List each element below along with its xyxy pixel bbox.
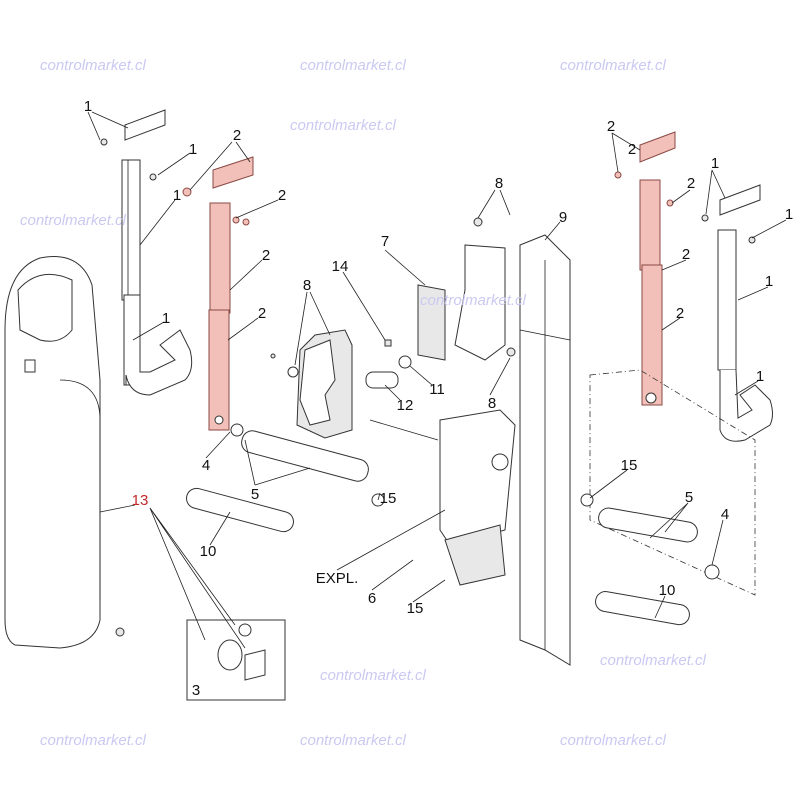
motor-assembly [369, 409, 516, 586]
callout-11: 11 [429, 381, 445, 398]
watermark-text: controlmarket.cl [20, 212, 127, 229]
callout-4: 4 [721, 506, 729, 523]
callout-2: 2 [262, 247, 270, 264]
watermark-layer: controlmarket.cl controlmarket.cl controlm… [20, 57, 707, 749]
callout-10: 10 [200, 543, 217, 560]
callout-2: 2 [607, 118, 615, 135]
watermark-text: controlmarket.cl [420, 292, 527, 309]
callout-1: 1 [84, 98, 92, 115]
watermark-text: controlmarket.cl [600, 652, 707, 669]
part-2-right-arm [614, 131, 676, 406]
parts-11-12-14 [365, 339, 412, 389]
callout-2: 2 [233, 127, 241, 144]
callout-expl: EXPL. [316, 570, 359, 587]
leader-lines [87, 111, 787, 649]
watermark-text: controlmarket.cl [560, 57, 667, 74]
callout-15: 15 [380, 490, 397, 507]
callout-8: 8 [495, 175, 503, 192]
watermark-text: controlmarket.cl [320, 667, 427, 684]
watermark-text: controlmarket.cl [300, 57, 407, 74]
part-2-left-arm [182, 156, 254, 431]
callout-7: 7 [381, 233, 389, 250]
part-3-inset [186, 619, 286, 701]
shafts-right [580, 493, 720, 626]
part-1-left-arm [100, 109, 193, 396]
watermark-text: controlmarket.cl [40, 732, 147, 749]
shafts-left [186, 423, 385, 533]
callout-12: 12 [397, 397, 414, 414]
callout-10: 10 [659, 582, 676, 599]
callout-1: 1 [162, 310, 170, 327]
callout-4: 4 [202, 457, 210, 474]
callout-labels: 1 1 1 1 2 2 2 2 4 5 10 13 3 8 14 7 8 9 1… [84, 98, 793, 699]
callout-14: 14 [332, 258, 349, 275]
callout-15: 15 [621, 457, 638, 474]
callout-1: 1 [711, 155, 719, 172]
part-9-column [519, 234, 571, 666]
callout-5: 5 [251, 486, 259, 503]
callout-2: 2 [676, 305, 684, 322]
callout-2: 2 [628, 141, 636, 158]
part-7-bracket [417, 217, 516, 361]
callout-2: 2 [278, 187, 286, 204]
watermark-text: controlmarket.cl [560, 732, 667, 749]
part-8-cover [270, 329, 353, 439]
callout-3: 3 [192, 682, 200, 699]
callout-1: 1 [756, 368, 764, 385]
cover-housing [4, 256, 125, 649]
callout-6: 6 [368, 590, 376, 607]
callout-1: 1 [173, 187, 181, 204]
watermark-text: controlmarket.cl [290, 117, 397, 134]
callout-5: 5 [685, 489, 693, 506]
callout-1: 1 [765, 273, 773, 290]
callout-8: 8 [303, 277, 311, 294]
watermark-text: controlmarket.cl [40, 57, 147, 74]
part-1-right-arm [589, 184, 773, 596]
callout-9: 9 [559, 209, 567, 226]
callout-2: 2 [258, 305, 266, 322]
callout-8: 8 [488, 395, 496, 412]
callout-13: 13 [132, 492, 149, 509]
callout-1: 1 [785, 206, 793, 223]
callout-15: 15 [407, 600, 424, 617]
watermark-text: controlmarket.cl [300, 732, 407, 749]
callout-2: 2 [682, 246, 690, 263]
callout-1: 1 [189, 141, 197, 158]
callout-2: 2 [687, 175, 695, 192]
